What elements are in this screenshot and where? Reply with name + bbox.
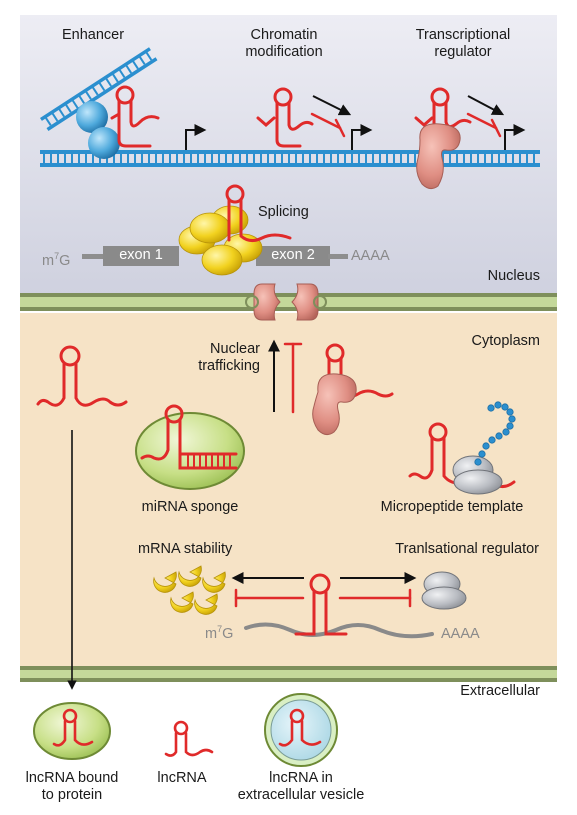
splicing-label: Splicing bbox=[258, 204, 309, 220]
mrna-stability-label: mRNA stability bbox=[138, 541, 233, 557]
nuclear-envelope bbox=[20, 293, 557, 311]
free-lncrna bbox=[164, 720, 214, 757]
promoter-arrow bbox=[185, 124, 207, 150]
cytoplasmic-lncrna bbox=[36, 345, 128, 407]
bound-lncrna bbox=[52, 708, 94, 747]
sponge-cell bbox=[135, 412, 245, 490]
exon-2-box bbox=[256, 246, 330, 266]
polya-label: AAAA bbox=[351, 248, 390, 264]
cap-label: m7G bbox=[42, 248, 70, 270]
inhibition-line bbox=[310, 112, 346, 138]
peptide-chain bbox=[474, 401, 516, 466]
block-export-line bbox=[283, 342, 303, 414]
inhibition-line bbox=[234, 588, 412, 608]
bound-label-line2: to protein bbox=[41, 787, 103, 803]
cytoplasm-label: Cytoplasm bbox=[471, 333, 541, 349]
inhibition-line bbox=[466, 112, 502, 138]
free-lncrna-label: lncRNA bbox=[157, 770, 207, 786]
vesicle-lncrna bbox=[278, 708, 322, 747]
regulator-lncrna bbox=[294, 573, 348, 636]
amino-acid-bead bbox=[508, 415, 516, 423]
enhancer-dna-loop bbox=[39, 47, 158, 131]
mrna-cap-sup: 7 bbox=[217, 624, 223, 634]
chromatin-lncrna bbox=[256, 87, 314, 148]
amino-acid-bead bbox=[495, 432, 503, 440]
chromatin-label-line1: Chromatin bbox=[250, 27, 318, 43]
activation-arrow bbox=[312, 95, 352, 116]
nuclear-pore bbox=[245, 283, 327, 321]
micropeptide-template-label: Micropeptide template bbox=[380, 499, 524, 515]
cap-g: G bbox=[59, 252, 71, 269]
amino-acid-bead bbox=[474, 458, 482, 466]
nucleus-label: Nucleus bbox=[487, 268, 540, 284]
cap-sup: 7 bbox=[54, 251, 60, 261]
enhancer-protein bbox=[88, 127, 120, 159]
mrna-polya-label: AAAA bbox=[441, 626, 480, 642]
transcription-factor-protein bbox=[416, 123, 461, 190]
pre-mrna bbox=[82, 246, 348, 266]
trafficking-protein bbox=[312, 373, 357, 436]
activation-arrow bbox=[467, 95, 505, 116]
exon-1-box bbox=[103, 246, 179, 266]
chromatin-label-line2: modification bbox=[245, 44, 323, 60]
degradation-enzymes bbox=[153, 565, 226, 615]
enhancer-lncrna bbox=[110, 85, 160, 148]
nuclear-trafficking-label: Nuclear trafficking bbox=[170, 341, 260, 375]
amino-acid-bead bbox=[506, 408, 514, 416]
vesicle-label-line1: lncRNA in bbox=[269, 770, 333, 786]
amino-acid-bead bbox=[501, 403, 509, 411]
amino-acid-bead bbox=[494, 401, 502, 409]
amino-acid-bead bbox=[487, 404, 495, 412]
amino-acid-bead bbox=[502, 428, 510, 436]
dna-strand bbox=[40, 150, 540, 167]
ribosome bbox=[421, 586, 467, 610]
trafficking-label-line2: trafficking bbox=[198, 358, 260, 374]
trafficking-label-line1: Nuclear bbox=[210, 341, 260, 357]
amino-acid-bead bbox=[482, 442, 490, 450]
amino-acid-bead bbox=[478, 450, 486, 458]
mrna-cap-label: m7G bbox=[205, 621, 233, 643]
chromatin-modification-label: Chromatin modification bbox=[224, 27, 344, 61]
transcriptional-regulator-label: Transcriptional regulator bbox=[398, 27, 528, 61]
splicing-lncrna bbox=[225, 184, 292, 243]
translational-regulator-label: Tranlsational regulator bbox=[395, 541, 539, 557]
extracellular-label: Extracellular bbox=[460, 683, 540, 699]
plasma-membrane bbox=[20, 666, 557, 682]
bound-vesicle bbox=[33, 702, 111, 760]
amino-acid-bead bbox=[488, 436, 496, 444]
exon-2-label: exon 2 bbox=[271, 247, 315, 263]
mrna-cap-g: G bbox=[222, 625, 234, 642]
transcriptional-label-line2: regulator bbox=[434, 44, 492, 60]
mirna-sponge-label: miRNA sponge bbox=[141, 499, 239, 515]
amino-acid-bead bbox=[506, 422, 514, 430]
mirna-duplex bbox=[187, 454, 231, 468]
promoter-arrow bbox=[351, 124, 373, 150]
exon-1-label: exon 1 bbox=[119, 247, 163, 263]
bound-label-line1: lncRNA bound bbox=[25, 770, 119, 786]
mrna-strand bbox=[244, 622, 434, 639]
vesicle-lncrna-label: lncRNA in extracellular vesicle bbox=[226, 770, 376, 804]
enhancer-protein bbox=[76, 101, 108, 133]
mrna-cap-m: m bbox=[205, 625, 218, 642]
enhancer-label: Enhancer bbox=[61, 27, 125, 43]
vesicle-label-line2: extracellular vesicle bbox=[237, 787, 365, 803]
cap-m: m bbox=[42, 252, 55, 269]
bound-lncrna-label: lncRNA bound to protein bbox=[12, 770, 132, 804]
promoter-arrow bbox=[504, 124, 526, 150]
transcriptional-label-line1: Transcriptional bbox=[415, 27, 511, 43]
ribosome bbox=[453, 469, 503, 495]
